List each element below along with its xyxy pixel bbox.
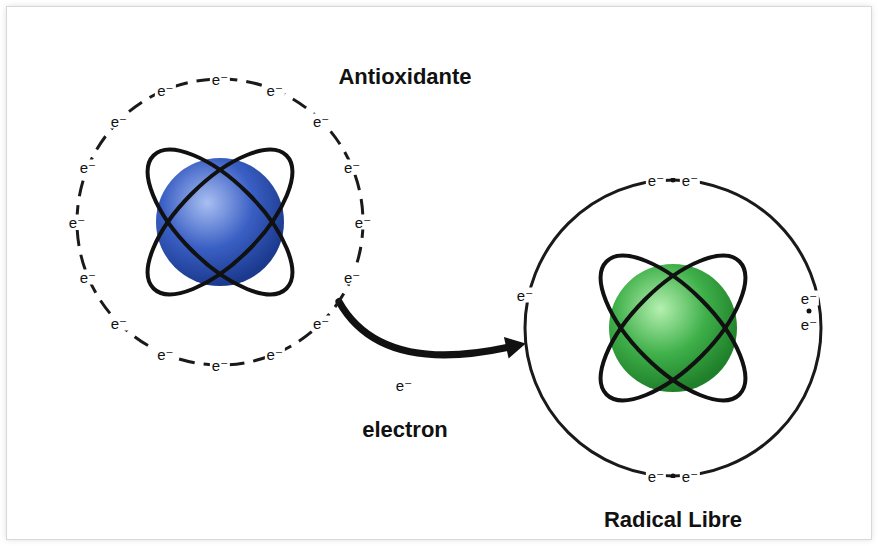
edge-label: electron bbox=[359, 418, 451, 442]
electron-symbol: e⁻ bbox=[799, 317, 819, 332]
electron-symbol: e⁻ bbox=[210, 72, 230, 87]
electron-symbol: e⁻ bbox=[394, 378, 414, 393]
electron-symbol: e⁻ bbox=[109, 316, 129, 331]
electron-symbol: e⁻ bbox=[109, 113, 129, 128]
atom-heading: Radical Libre bbox=[604, 508, 742, 532]
electron-symbol: e⁻ bbox=[646, 469, 666, 484]
atom-heading: Antioxidante bbox=[338, 65, 471, 89]
electron-symbol: e⁻ bbox=[155, 347, 175, 362]
electron-symbol: e⁻ bbox=[353, 215, 373, 230]
electron-symbol: e⁻ bbox=[265, 82, 285, 97]
electron-symbol: e⁻ bbox=[78, 160, 98, 175]
electron-symbol: e⁻ bbox=[515, 288, 535, 303]
electron-transfer-arrow bbox=[339, 301, 526, 358]
electron-symbol: e⁻ bbox=[342, 269, 362, 284]
electron-symbol: e⁻ bbox=[210, 358, 230, 373]
electron-symbol: e⁻ bbox=[342, 160, 362, 175]
electron-symbol: e⁻ bbox=[155, 82, 175, 97]
electron-symbol: e⁻ bbox=[799, 291, 819, 306]
electron-symbol: e⁻ bbox=[311, 113, 331, 128]
electron-symbol: e⁻ bbox=[311, 316, 331, 331]
radical-atom bbox=[523, 178, 823, 478]
electron-symbol: e⁻ bbox=[680, 469, 700, 484]
electron-symbol: e⁻ bbox=[67, 215, 87, 230]
electron-symbol: e⁻ bbox=[646, 173, 666, 188]
electron-symbol: e⁻ bbox=[78, 269, 98, 284]
electron-symbol: e⁻ bbox=[265, 347, 285, 362]
electron-symbol: e⁻ bbox=[680, 173, 700, 188]
atom-node: Radical Libre bbox=[523, 178, 823, 478]
